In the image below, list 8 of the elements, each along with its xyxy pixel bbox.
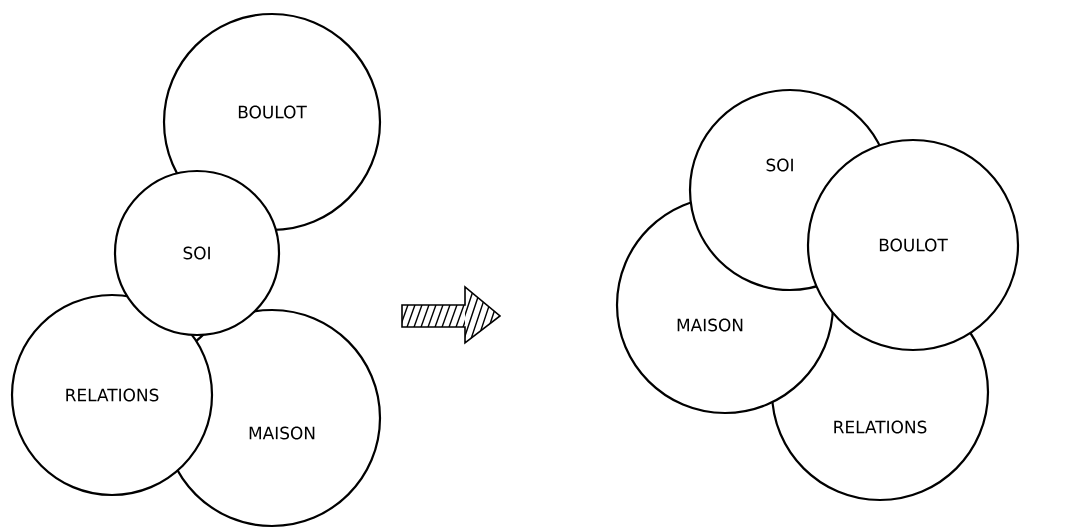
circle-label: BOULOT: [238, 105, 307, 119]
circle-label: RELATIONS: [834, 420, 927, 434]
circle-label: SOI: [766, 158, 793, 172]
circle-label: RELATIONS: [66, 388, 159, 402]
circle-label: BOULOT: [879, 238, 948, 252]
circle-label: MAISON: [677, 318, 743, 332]
circle-label: MAISON: [249, 426, 315, 440]
circle-label: SOI: [183, 246, 210, 260]
